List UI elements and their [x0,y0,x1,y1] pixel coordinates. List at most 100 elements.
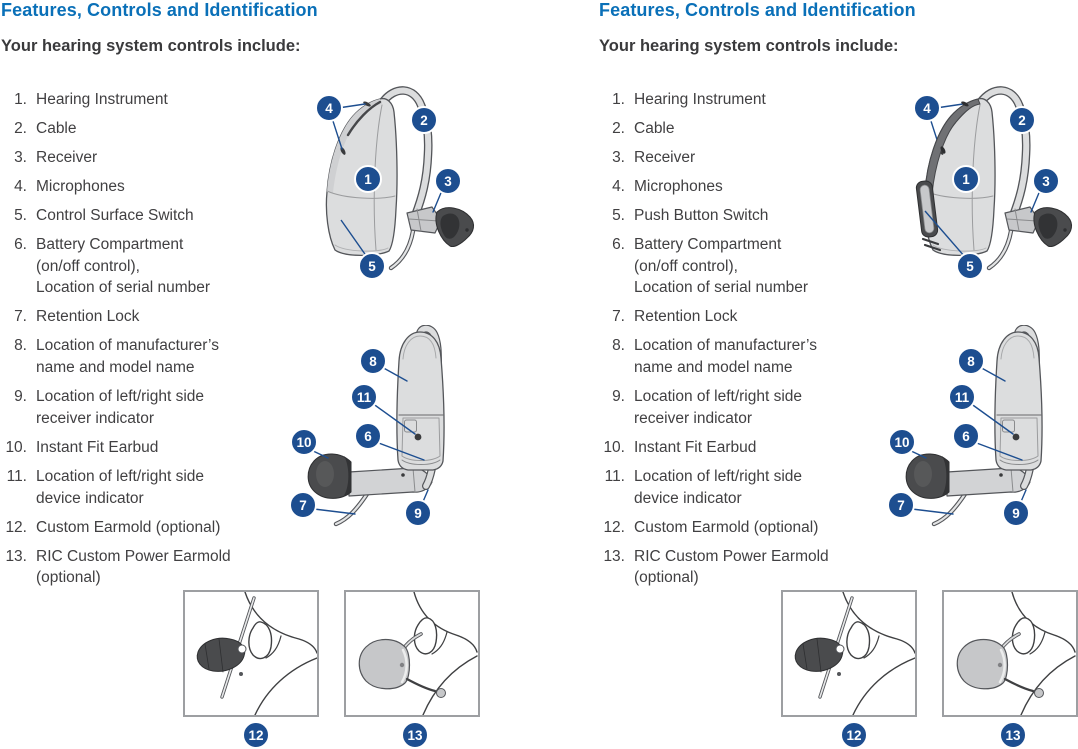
item-number: 3. [14,149,27,166]
item-number: 1. [14,91,27,108]
item-number: 5. [14,207,27,224]
callout-badge-9: 9 [404,499,432,527]
item-number: 6. [14,236,27,253]
callout-badge-4: 4 [315,94,343,122]
page-title: Features, Controls and Identification [599,0,916,20]
item-number: 10. [603,438,625,456]
list-item: 1. Hearing Instrument [598,89,886,111]
list-item: 13. RIC Custom Power Earmold (optional) [0,546,288,589]
item-text: Retention Lock [36,308,140,326]
item-text: Microphones [634,178,723,195]
list-item: 1. Hearing Instrument [0,89,288,111]
item-number: 2. [14,120,27,137]
item-number: 10. [5,438,27,456]
callout-badge-11: 11 [948,383,976,411]
custom-earmold-figure [781,590,917,717]
item-number: 5. [612,207,625,224]
controls-list: 1.Hearing Instrument 2.Cable 3.Receiver … [598,89,886,596]
list-item: 10. Instant Fit Earbud [598,437,886,459]
item-number: 1. [612,91,625,108]
callout-badge-1: 1 [952,165,980,193]
list-item: 6. Battery Compartment (on/off control), … [598,234,886,299]
item-text: Custom Earmold (optional) [634,518,819,536]
list-item: 4.Microphones [598,176,886,198]
list-item: 7.Retention Lock [598,306,886,328]
item-text: Control Surface Switch [36,207,194,224]
callout-badge-2: 2 [410,106,438,134]
callout-badge-6: 6 [354,422,382,450]
callout-badge-11: 11 [350,383,378,411]
column-left: Features, Controls and Identification Yo… [0,0,505,749]
list-item: 2. Cable [0,118,288,140]
list-item: 2. Cable [598,118,886,140]
item-text: Custom Earmold (optional) [36,518,221,536]
item-number: 6. [612,236,625,253]
item-text: RIC Custom Power Earmold (optional) [36,547,231,587]
callout-badge-10: 10 [888,428,916,456]
callout-badge-12: 12 [242,721,270,749]
item-number: 9. [14,388,27,406]
item-text: Instant Fit Earbud [634,438,757,456]
item-text: Location of manufacturer’s name and mode… [634,337,817,377]
callout-badge-5: 5 [358,252,386,280]
item-text: Battery Compartment (on/off control), Lo… [634,236,809,297]
item-text: Hearing Instrument [36,91,168,108]
list-item: 3.Receiver [598,147,886,169]
ric-power-earmold-figure [942,590,1078,717]
list-item: 3. Receiver [0,147,288,169]
item-text: Location of left/right side receiver ind… [36,388,205,427]
hearing-aid-side-view-pushbutton-illustration [914,78,1078,306]
item-text: Location of manufacturer’s name and mode… [36,337,219,377]
list-item: 5. Push Button Switch [598,205,886,227]
item-number: 2. [612,120,625,137]
hearing-aid-side-view-illustration [283,78,505,306]
list-item: 9. Location of left/right side receiver i… [0,386,288,429]
callout-badge-3: 3 [434,167,462,195]
item-text: RIC Custom Power Earmold (optional) [634,547,829,587]
list-item: 9.Location of left/right side receiver i… [598,386,886,429]
item-number: 8. [612,337,625,355]
item-text: Location of left/right side device indic… [36,467,205,507]
item-text: Cable [36,120,77,137]
item-number: 12. [603,518,625,536]
item-number: 8. [14,337,27,355]
section-subheading: Your hearing system controls include: [1,37,301,55]
item-text: Receiver [36,149,98,166]
callout-badge-3: 3 [1032,167,1060,195]
column-right: Features, Controls and Identification Yo… [598,0,1078,749]
item-number: 7. [612,308,625,326]
item-text: Hearing Instrument [634,91,766,108]
custom-earmold-figure [183,590,319,717]
list-item: 7. Retention Lock [0,306,288,328]
list-item: 8. Location of manufacturer’s name and mo… [0,335,288,378]
callout-badge-8: 8 [359,347,387,375]
list-item: 6.Battery Compartment (on/off control), … [0,234,288,299]
list-item: 12.Custom Earmold (optional) [0,517,288,539]
callout-badge-7: 7 [289,491,317,519]
item-text: Location of left/right side device indic… [634,467,803,507]
item-number: 11. [6,467,27,485]
callout-badge-9: 9 [1002,499,1030,527]
callout-badge-12: 12 [840,721,868,749]
item-number: 13. [5,547,27,565]
list-item: 4.Microphones [0,176,288,198]
item-text: Instant Fit Earbud [36,438,159,456]
list-item: 5. Control Surface Switch [0,205,288,227]
callout-badge-10: 10 [290,428,318,456]
callout-badge-6: 6 [952,422,980,450]
item-number: 9. [612,388,625,406]
list-item: 11.Location of left/right side device in… [598,466,886,509]
list-item: 8. Location of manufacturer’s name and mo… [598,335,886,378]
section-subheading: Your hearing system controls include: [599,37,899,55]
item-text: Cable [634,120,675,137]
item-text: Push Button Switch [634,207,769,224]
page-title: Features, Controls and Identification [1,0,318,20]
item-number: 7. [14,308,27,326]
list-item: 10. Instant Fit Earbud [0,437,288,459]
callout-badge-1: 1 [354,165,382,193]
item-number: 4. [14,178,27,195]
callout-badge-8: 8 [957,347,985,375]
callout-badge-5: 5 [956,252,984,280]
list-item: 13.RIC Custom Power Earmold (optional) [598,546,886,589]
